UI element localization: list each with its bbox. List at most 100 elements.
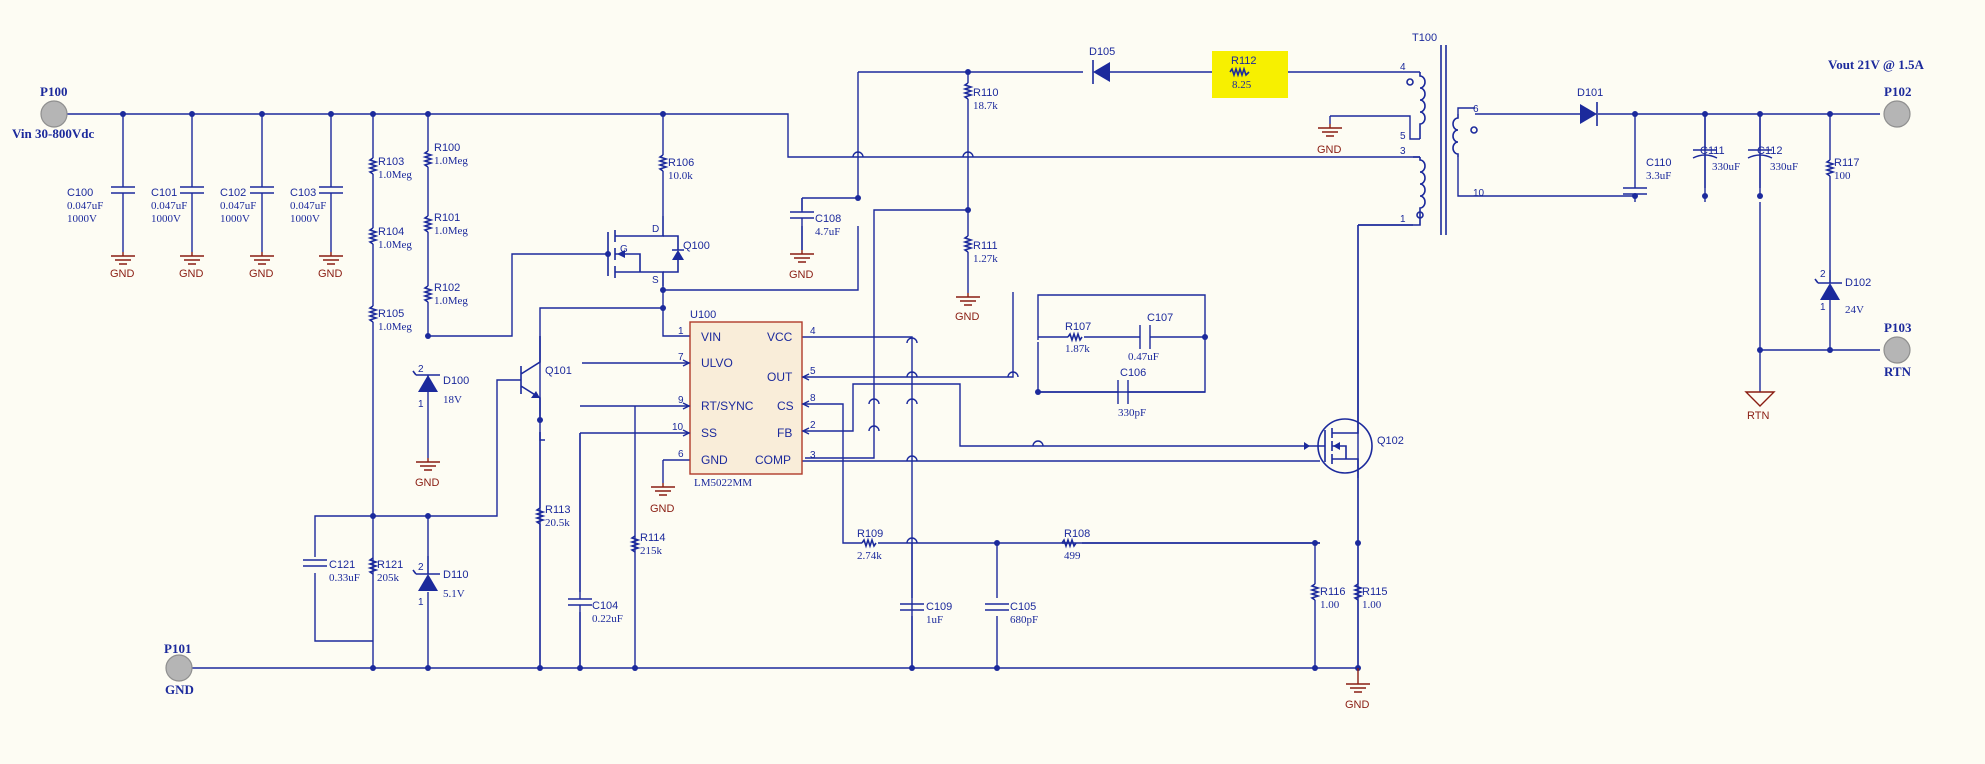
ref-label: R115	[1362, 586, 1387, 598]
capacitor-c100[interactable]: C100 0.047uF 1000V	[67, 114, 135, 252]
svg-text:2: 2	[1820, 269, 1826, 280]
resistor-r106[interactable]: R106 10.0k	[657, 154, 694, 182]
port-p102[interactable]: P102 Vout 21V @ 1.5A	[1828, 57, 1924, 128]
port-ref: P101	[164, 641, 191, 656]
pin-name: OUT	[767, 370, 793, 384]
resistor-r112[interactable]: R112 8.25	[1212, 51, 1288, 98]
port-p101[interactable]: P101 GND	[164, 641, 194, 697]
ref-label: R104	[378, 226, 404, 238]
resistor-r102[interactable]: R102 1.0Meg	[422, 282, 468, 307]
mosfet-q100[interactable]: G D S Q100	[607, 216, 710, 286]
diode-d105[interactable]: D105	[1089, 46, 1115, 84]
resistor-r116[interactable]: R116 1.00	[1309, 583, 1345, 611]
highlight	[1212, 51, 1288, 98]
pin-name: SS	[701, 426, 717, 440]
value-label: 330uF	[1770, 161, 1798, 173]
svg-text:RTN: RTN	[1747, 410, 1769, 422]
pin-number: 2	[810, 420, 816, 431]
ref-label: C102	[220, 187, 246, 199]
ref-label: C110	[1646, 157, 1671, 169]
resistor-r121[interactable]: R121 205k	[367, 557, 403, 584]
value-label: 1.87k	[1065, 343, 1090, 355]
pin-number: 6	[678, 449, 684, 460]
ref-label: R102	[434, 282, 460, 294]
capacitor-c107[interactable]: C107 0.47uF	[1128, 312, 1173, 363]
phase-dot-icon	[1406, 78, 1414, 86]
svg-text:4: 4	[1400, 62, 1406, 73]
resistor-r113[interactable]: R113 20.5k	[534, 432, 570, 668]
resistor-r108[interactable]: R108 499	[1061, 528, 1090, 562]
diode-d100[interactable]: 2 1 D100 18V	[412, 364, 469, 410]
pin-name: CS	[777, 399, 794, 413]
bjt-arrow-icon	[531, 391, 540, 398]
capacitor-c105[interactable]: C105 680pF	[985, 601, 1038, 626]
port-label: GND	[165, 682, 194, 697]
resistor-r104[interactable]: R104 1.0Meg	[367, 226, 412, 251]
capacitor-c101[interactable]: C101 0.047uF 1000V	[151, 114, 204, 252]
resistor-r117[interactable]: R117 100	[1824, 157, 1859, 182]
ref-label: D100	[443, 375, 469, 387]
value-label: 205k	[377, 572, 400, 584]
port-label: Vin 30-800Vdc	[12, 126, 94, 141]
transformer-t100[interactable]: T100 4 5 3 1 6 10	[1358, 32, 1485, 235]
capacitor-c111[interactable]: C111 330uF	[1692, 114, 1740, 196]
diode-icon	[1093, 62, 1110, 82]
bjt-q101[interactable]: Q101	[520, 336, 572, 420]
resistor-r111[interactable]: R111 1.27k	[962, 235, 998, 265]
port-p100[interactable]: P100 Vin 30-800Vdc	[12, 84, 94, 141]
resistor-r110[interactable]: R110 18.7k	[962, 82, 998, 112]
gate-arrow-icon	[1304, 442, 1310, 450]
ground-icon: GND	[955, 293, 980, 323]
resistor-r100[interactable]: R100 1.0Meg	[422, 142, 468, 168]
ref-label: R105	[378, 308, 404, 320]
value-label: 10.0k	[668, 170, 693, 182]
value-label: 0.047uF	[151, 200, 187, 212]
ref-label: C103	[290, 187, 316, 199]
value-label: 24V	[1845, 304, 1864, 316]
capacitor-c104[interactable]: C104 0.22uF	[568, 433, 623, 668]
ground-icon: GND	[110, 252, 135, 280]
capacitor-c121[interactable]: C121 0.33uF	[303, 559, 360, 584]
mosfet-q102[interactable]: Q102	[1304, 330, 1404, 478]
capacitor-c112[interactable]: C112 330uF	[1747, 114, 1798, 196]
svg-text:10: 10	[1473, 188, 1485, 199]
svg-text:GND: GND	[179, 268, 204, 280]
value-label: 1.0Meg	[434, 225, 468, 237]
svg-text:GND: GND	[789, 269, 814, 281]
ref-label: R108	[1064, 528, 1090, 540]
svg-text:GND: GND	[110, 268, 135, 280]
svg-text:GND: GND	[1317, 144, 1342, 156]
ref-label: C100	[67, 187, 93, 199]
voltage-label: 1000V	[67, 213, 97, 225]
resistor-r103[interactable]: R103 1.0Meg	[367, 156, 412, 181]
ref-label: D102	[1845, 277, 1871, 289]
voltage-label: 1000V	[290, 213, 320, 225]
resistor-r114[interactable]: R114 215k	[629, 532, 665, 557]
mosfet-arrow-icon	[1333, 442, 1340, 450]
resistor-r109[interactable]: R109 2.74k	[857, 528, 883, 562]
resistor-r107[interactable]: R107 1.87k	[1065, 321, 1091, 355]
ref-label: D101	[1577, 87, 1603, 99]
ic-u100[interactable]: U100 LM5022MM VIN ULVO RT/SYNC SS GND VC…	[672, 309, 816, 489]
capacitor-c106[interactable]: C106 330pF	[1117, 367, 1146, 419]
capacitor-c109[interactable]: C109 1uF	[900, 601, 952, 626]
capacitor-c102[interactable]: C102 0.047uF 1000V	[220, 114, 274, 252]
diode-d102[interactable]: 2 1 D102 24V	[1814, 269, 1871, 316]
resistor-r101[interactable]: R101 1.0Meg	[422, 212, 468, 237]
ref-label: C111	[1700, 145, 1725, 157]
diode-d101[interactable]: D101	[1577, 87, 1603, 126]
resistor-r105[interactable]: R105 1.0Meg	[367, 305, 412, 333]
pin-name: VCC	[767, 330, 793, 344]
capacitor-c103[interactable]: C103 0.047uF 1000V	[290, 114, 343, 252]
value-label: 1.0Meg	[378, 169, 412, 181]
resistor-r115[interactable]: R115 1.00	[1352, 583, 1387, 611]
port-p103[interactable]: P103 RTN	[1883, 320, 1912, 379]
capacitor-c110[interactable]: C110 3.3uF	[1623, 157, 1671, 195]
diode-d110[interactable]: 2 1 D110 5.1V	[412, 556, 468, 608]
ground-icon: GND	[179, 252, 204, 280]
voltage-label: 1000V	[151, 213, 181, 225]
pin-name: FB	[777, 426, 792, 440]
capacitor-c108[interactable]: C108 4.7uF	[790, 197, 858, 250]
value-label: 18V	[443, 394, 462, 406]
phase-dot-icon	[1416, 211, 1424, 219]
